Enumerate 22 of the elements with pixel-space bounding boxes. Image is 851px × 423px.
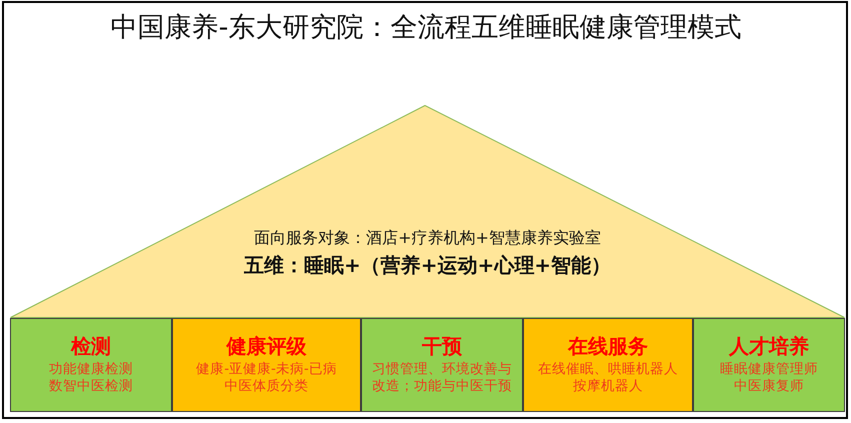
- box-text: 按摩机器人: [573, 378, 643, 395]
- diagram-title: 中国康养-东大研究院：全流程五维睡眠健康管理模式: [110, 11, 742, 45]
- box-text: 习惯管理、环境改善与改造；功能与中医干预: [371, 361, 513, 395]
- box-heading: 在线服务: [568, 334, 648, 358]
- category-box: [693, 318, 845, 412]
- dimension-text: 五维：睡眠+（营养+运动+心理+智能）: [244, 253, 612, 278]
- box-heading: 检测: [71, 334, 111, 358]
- box-text: 数智中医检测: [49, 378, 133, 395]
- box-text: 中医康复师: [734, 378, 804, 395]
- category-box: [523, 318, 693, 412]
- box-heading: 干预: [422, 334, 462, 358]
- box-text: 在线催眠、哄睡机器人: [538, 361, 678, 378]
- box-text: 睡眠健康管理师: [720, 361, 818, 378]
- box-heading: 健康评级: [226, 334, 306, 358]
- box-text: 中医体质分类: [224, 378, 308, 395]
- category-box: [172, 318, 361, 412]
- category-box: [361, 318, 523, 412]
- category-box: [10, 318, 172, 412]
- box-heading: 人才培养: [729, 334, 809, 358]
- box-text: 功能健康检测: [49, 361, 133, 378]
- box-text: 健康-亚健康-未病-已病: [196, 361, 337, 378]
- audience-text: 面向服务对象：酒店+疗养机构+智慧康养实验室: [254, 228, 601, 248]
